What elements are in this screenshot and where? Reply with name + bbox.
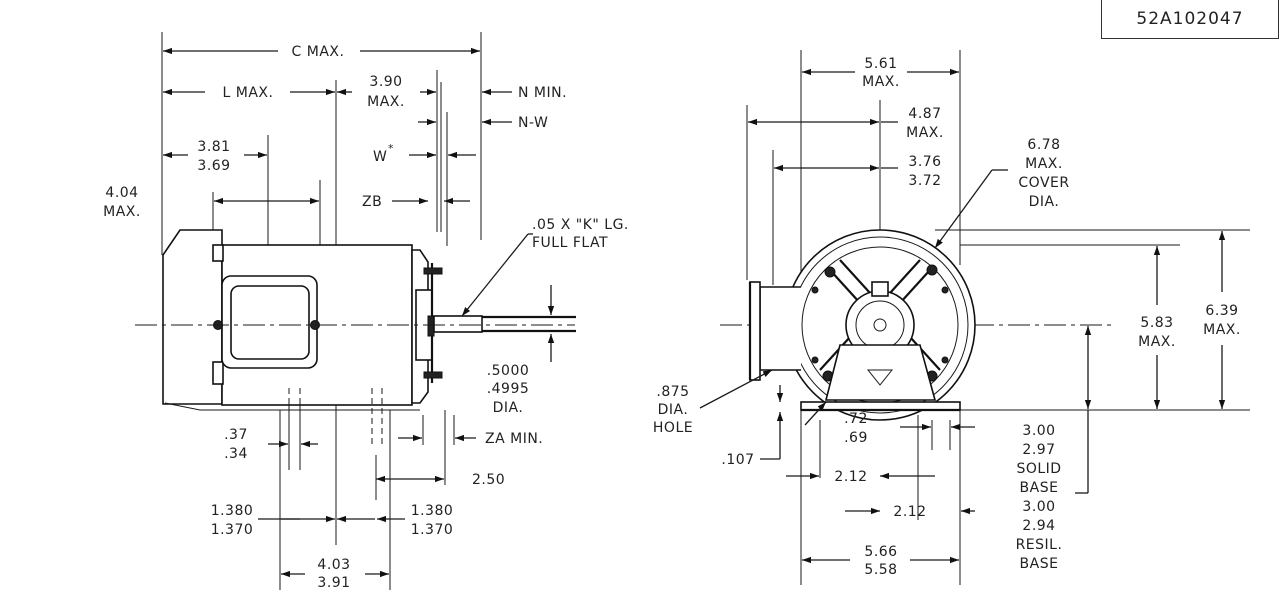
label-base-a: BASE (1020, 480, 1059, 496)
label-cover-max: MAX. (1025, 156, 1063, 172)
label-5-61: 5.61 (864, 56, 897, 72)
label-3-91: 3.91 (317, 575, 350, 591)
part-number: 52A102047 (1136, 9, 1244, 29)
label-6-39: 6.39 (1205, 303, 1238, 319)
label-3-81: 3.81 (197, 139, 230, 155)
label-n-min: N MIN. (518, 85, 567, 101)
label-w: W (373, 149, 387, 165)
label-5-61-max: MAX. (862, 74, 900, 90)
label-w-asterisk: * (388, 142, 394, 155)
label-3-69: 3.69 (197, 158, 230, 174)
part-number-box: 52A102047 (1101, 0, 1279, 39)
label-0-69: .69 (844, 430, 868, 446)
label-4-04: 4.04 (105, 185, 138, 201)
label-l-max: L MAX. (223, 85, 274, 101)
label-4-87-max: MAX. (906, 125, 944, 141)
label-2-50: 2.50 (472, 472, 505, 488)
label-6-39-max: MAX. (1203, 322, 1241, 338)
label-2-12-a: 2.12 (834, 469, 867, 485)
label-3-76: 3.76 (908, 154, 941, 170)
label-hole: HOLE (653, 420, 693, 436)
label-0-37: .37 (224, 427, 248, 443)
end-view-labels: 5.61 MAX. 4.87 MAX. 3.76 3.72 6.78 MAX. … (653, 56, 1241, 578)
label-solid: SOLID (1016, 461, 1061, 477)
label-hole-875: .875 (656, 384, 689, 400)
label-base-3-00-b: 3.00 (1022, 499, 1055, 515)
label-2-12-b: 2.12 (893, 504, 926, 520)
label-4-04-max: MAX. (103, 204, 141, 220)
label-hole-dia: DIA. (658, 402, 689, 418)
label-zb: ZB (362, 194, 382, 210)
label-cover: COVER (1018, 175, 1069, 191)
label-cover-dia: DIA. (1029, 194, 1060, 210)
label-base-b: BASE (1020, 556, 1059, 572)
label-1-370-left: 1.370 (211, 522, 254, 538)
label-3-90: 3.90 (369, 74, 402, 90)
label-4-03: 4.03 (317, 557, 350, 573)
label-cover-6-78: 6.78 (1027, 137, 1060, 153)
label-3-72: 3.72 (908, 173, 941, 189)
label-1-370-right: 1.370 (411, 522, 454, 538)
label-shaft-4995: .4995 (487, 381, 530, 397)
label-shaft-5000: .5000 (487, 363, 530, 379)
end-view (699, 50, 1250, 585)
side-view (135, 32, 576, 590)
label-3-90-max: MAX. (367, 94, 405, 110)
label-flat-2: FULL FLAT (532, 235, 608, 251)
label-base-2-94: 2.94 (1022, 518, 1055, 534)
label-resil: RESIL. (1016, 537, 1063, 553)
label-4-87: 4.87 (908, 106, 941, 122)
label-flat-1: .05 X "K" LG. (532, 217, 629, 233)
side-view-labels: C MAX. L MAX. 3.90 MAX. N MIN. N-W W * Z… (103, 44, 629, 591)
label-0-34: .34 (224, 446, 248, 462)
label-shaft-dia: DIA. (493, 400, 524, 416)
label-0-107: .107 (721, 452, 754, 468)
label-1-380-right: 1.380 (411, 503, 454, 519)
label-5-58: 5.58 (864, 562, 897, 578)
label-0-72: .72 (844, 411, 868, 427)
label-5-83-max: MAX. (1138, 334, 1176, 350)
label-5-66: 5.66 (864, 544, 897, 560)
label-c-max: C MAX. (292, 44, 345, 60)
label-n-w: N-W (518, 115, 548, 131)
label-base-3-00-a: 3.00 (1022, 423, 1055, 439)
label-1-380-left: 1.380 (211, 503, 254, 519)
label-base-2-97: 2.97 (1022, 442, 1055, 458)
label-za-min: ZA MIN. (485, 431, 543, 447)
label-5-83: 5.83 (1140, 315, 1173, 331)
